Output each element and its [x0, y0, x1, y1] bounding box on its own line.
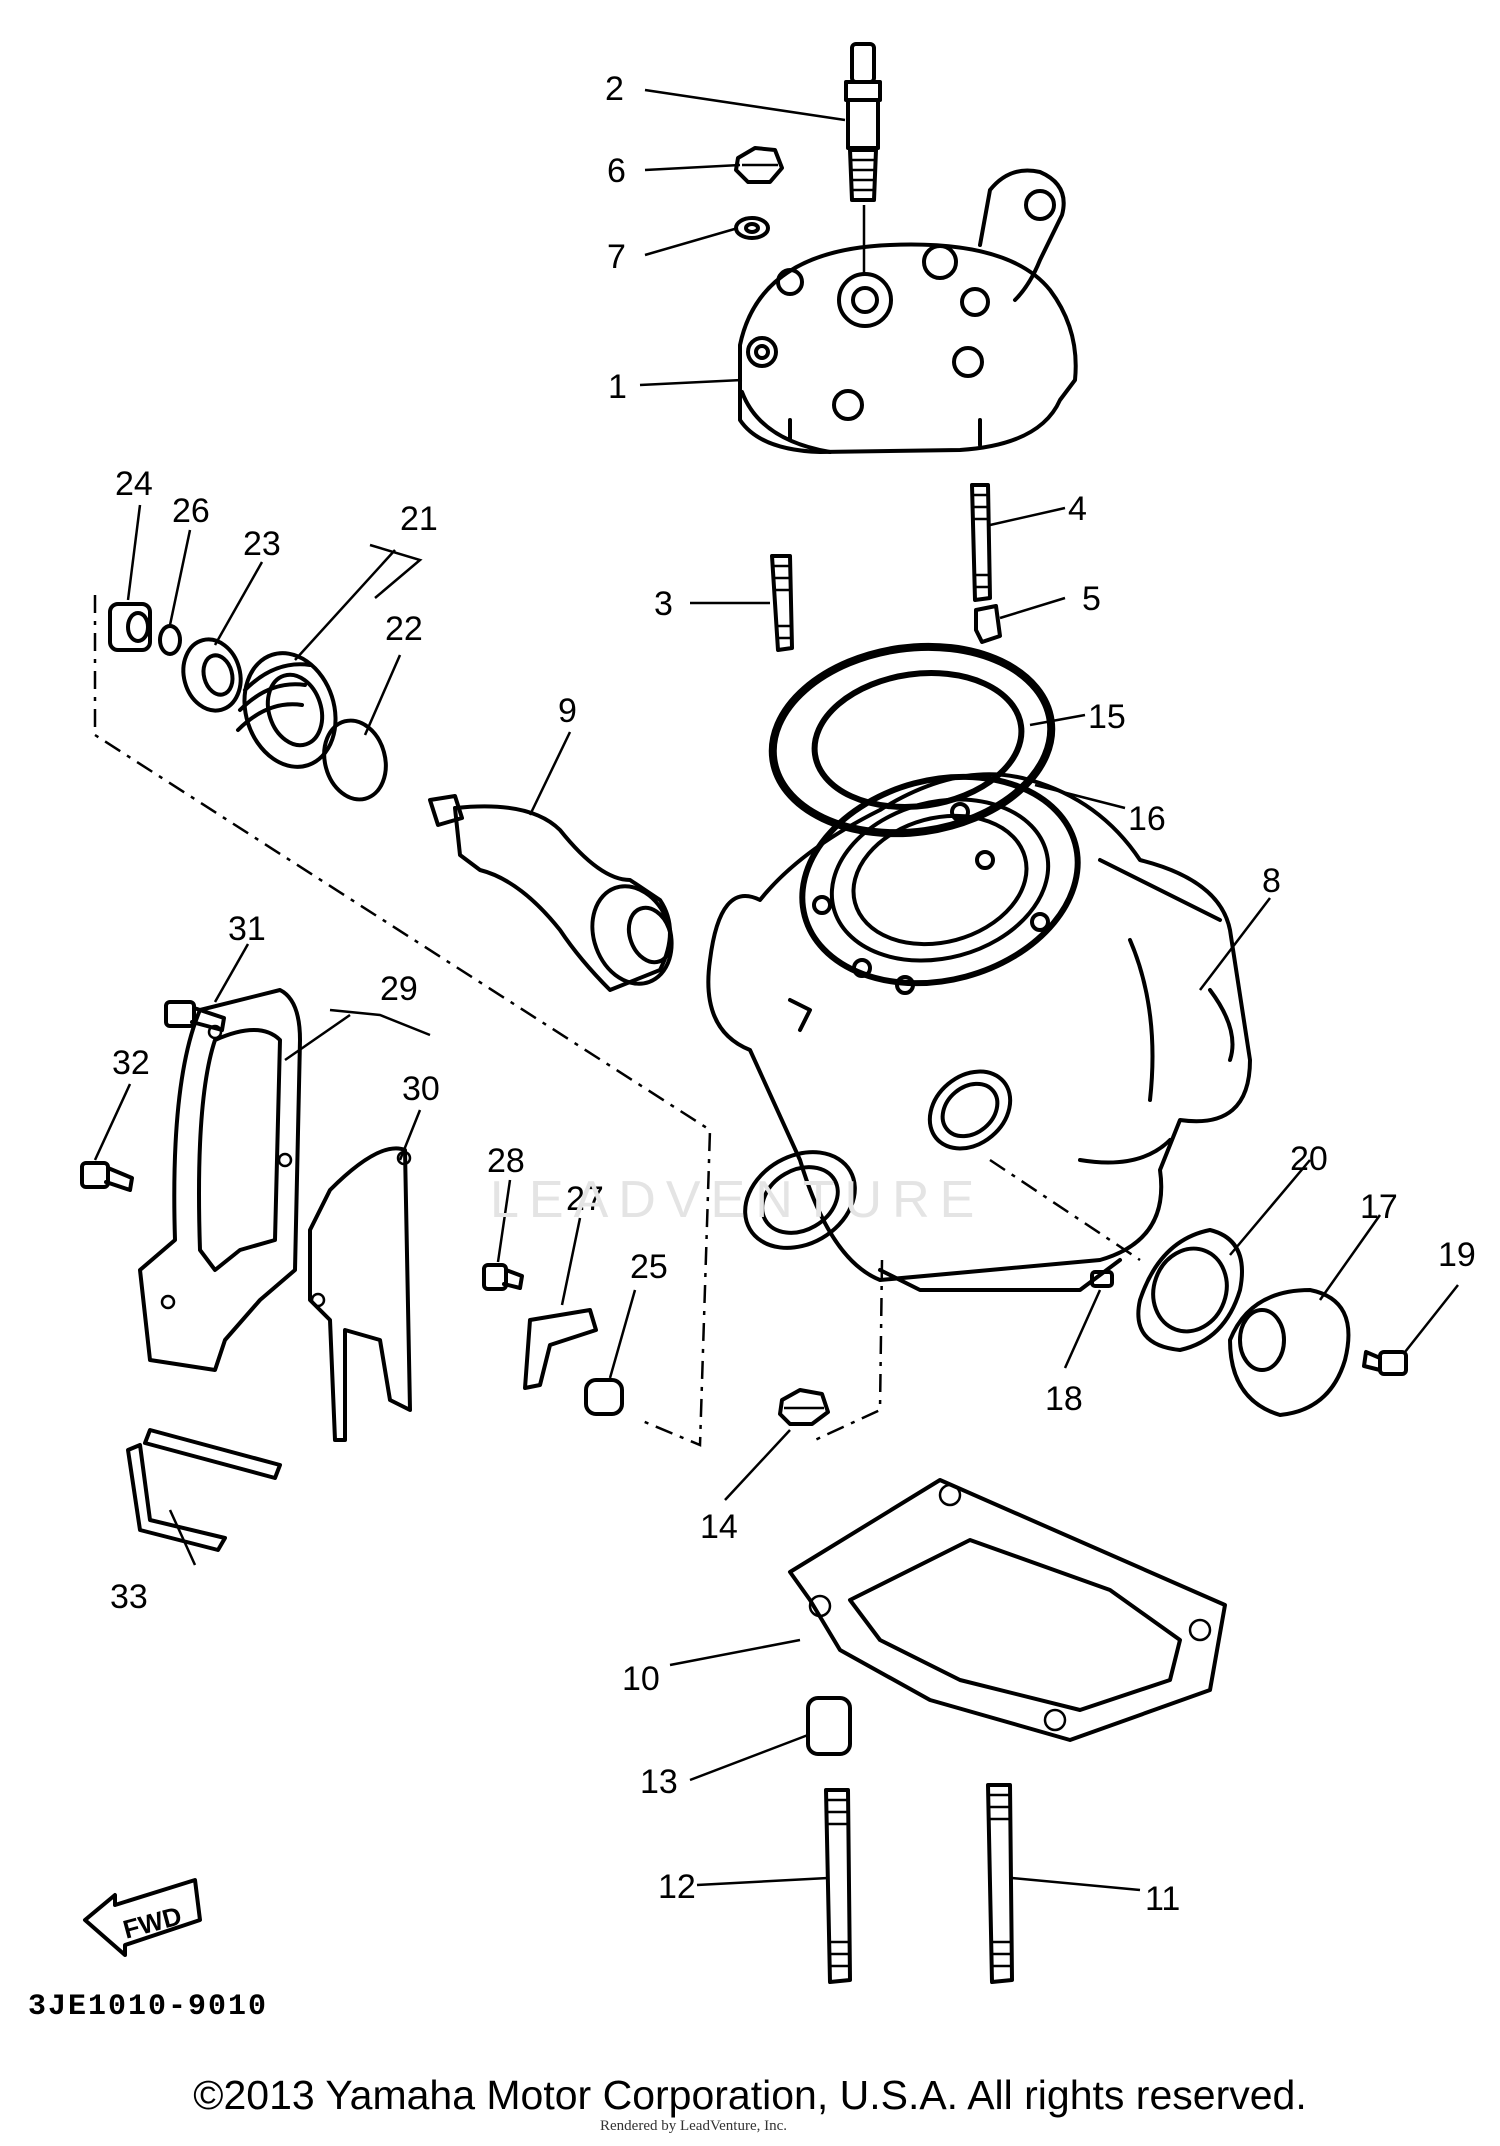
part-bolt-32: [80, 1161, 134, 1192]
part-bearing-23: [181, 637, 243, 713]
part-bolt-28: [482, 1263, 524, 1291]
callout-17: 17: [1360, 1188, 1398, 1226]
callout-24: 24: [115, 465, 153, 503]
callout-20: 20: [1290, 1140, 1328, 1178]
part-bolt-19: [1362, 1350, 1408, 1376]
part-seal-21: [236, 651, 338, 769]
callout-13: 13: [640, 1763, 678, 1801]
part-gasket-20: [1136, 1228, 1244, 1352]
callout-2: 2: [605, 70, 624, 108]
callout-14: 14: [700, 1508, 738, 1546]
part-hose-clip-33: [126, 1428, 282, 1552]
part-nut-5: [974, 604, 1002, 644]
callout-4: 4: [1068, 490, 1087, 528]
part-stud-11: [986, 1783, 1014, 1984]
part-cylinder-head: [738, 168, 1078, 454]
callout-27: 27: [566, 1180, 604, 1218]
callout-11: 11: [1145, 1880, 1180, 1918]
callout-15: 15: [1088, 698, 1126, 736]
part-nut-14: [778, 1388, 830, 1426]
callout-1: 1: [608, 368, 627, 406]
fwd-label: FWD: [120, 1900, 185, 1944]
callout-23: 23: [243, 525, 281, 563]
part-spark-plug: [844, 42, 882, 275]
part-clip-27: [523, 1308, 598, 1390]
fwd-arrow-icon: FWD: [83, 1878, 202, 1957]
watermark: LEADVENTURE: [490, 1171, 985, 1229]
part-pump-gasket: [308, 1146, 412, 1442]
part-collar-25: [584, 1378, 624, 1416]
part-stud-3: [770, 554, 794, 652]
callout-30: 30: [402, 1070, 440, 1108]
callout-32: 32: [112, 1044, 150, 1082]
part-base-gasket: [788, 1478, 1227, 1742]
callout-29: 29: [380, 970, 418, 1008]
part-pin-18: [1090, 1270, 1114, 1288]
part-washer: [734, 216, 770, 240]
callout-26: 26: [172, 492, 210, 530]
part-dowel-13: [806, 1696, 852, 1756]
drawing-code: 3JE1010-9010: [28, 1990, 269, 2024]
part-stud-4: [970, 483, 992, 602]
callout-3: 3: [654, 585, 673, 623]
callout-5: 5: [1082, 580, 1101, 618]
part-circlip-26: [158, 624, 182, 656]
part-bolt-31: [164, 1000, 226, 1032]
callout-labels: 1 2 3 4 5 6 7 8 9 10 11 12 13 14 15 16 1…: [110, 70, 1476, 1918]
part-nut: [734, 146, 784, 184]
callout-19: 19: [1438, 1236, 1476, 1274]
callout-25: 25: [630, 1248, 668, 1286]
part-impeller-shaft: [428, 794, 674, 992]
callout-9: 9: [558, 692, 577, 730]
copyright-notice: ©2013 Yamaha Motor Corporation, U.S.A. A…: [193, 2072, 1307, 2118]
callout-21: 21: [400, 500, 438, 538]
callout-16: 16: [1128, 800, 1166, 838]
callout-33: 33: [110, 1578, 148, 1616]
callout-18: 18: [1045, 1380, 1083, 1418]
callout-6: 6: [607, 152, 626, 190]
part-bush-24: [108, 602, 152, 652]
part-cylinder: [706, 772, 1252, 1292]
part-pump-cover: [138, 988, 302, 1372]
part-stud-12: [824, 1788, 852, 1984]
assembly-lines: [93, 595, 1141, 1447]
part-cover-17: [1228, 1288, 1351, 1417]
callout-7: 7: [607, 238, 626, 276]
callout-8: 8: [1262, 862, 1281, 900]
callout-31: 31: [228, 910, 266, 948]
part-o-rings: [768, 642, 1056, 838]
callout-22: 22: [385, 610, 423, 648]
rendered-by-note: Rendered by LeadVenture, Inc.: [600, 2118, 788, 2134]
leader-lines: [93, 88, 1459, 1892]
callout-10: 10: [622, 1660, 660, 1698]
part-o-ring-22: [322, 718, 388, 802]
callout-12: 12: [658, 1868, 696, 1906]
callout-28: 28: [487, 1142, 525, 1180]
